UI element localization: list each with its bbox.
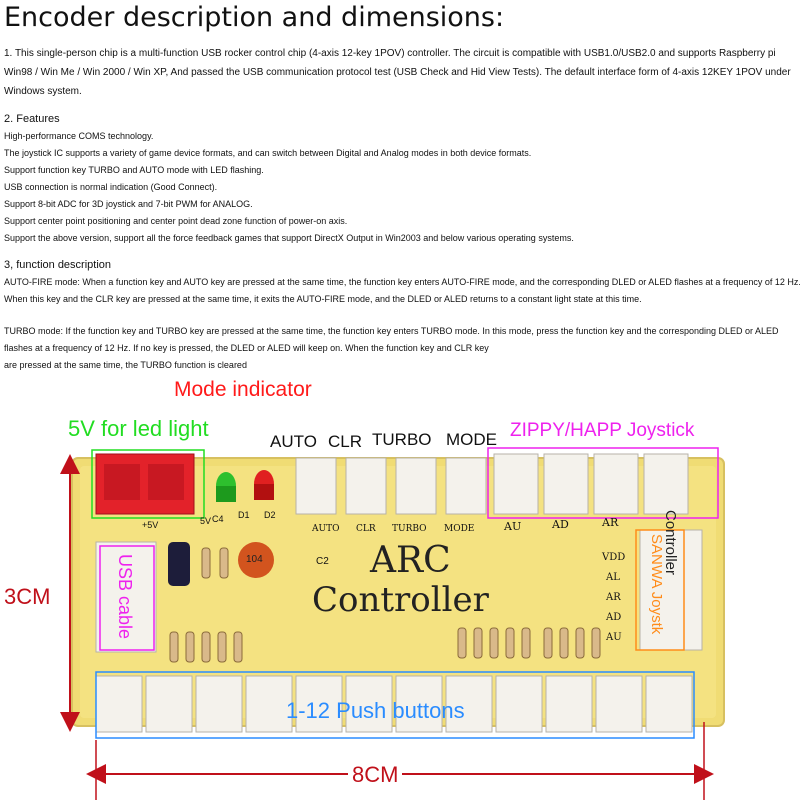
- intro-line: Windows system.: [4, 86, 82, 97]
- mode-led-green: [216, 472, 236, 502]
- joystick-label: ZIPPY/HAPP Joystick: [510, 420, 695, 441]
- power-connector: [95, 453, 195, 515]
- silk-au: AU: [504, 520, 522, 533]
- silk-d2: D2: [264, 510, 276, 520]
- sanwa-connector: [639, 529, 703, 651]
- silk-5v: +5V: [142, 520, 159, 530]
- auto-label: AUTO: [270, 432, 317, 451]
- silk-ad: AD: [552, 518, 569, 531]
- intro-paragraph: 1. This single-person chip is a multi-fu…: [4, 44, 796, 101]
- silk-ar2: AR: [606, 592, 621, 603]
- mode-label: MODE: [446, 430, 497, 449]
- silk-au2: AU: [606, 632, 622, 643]
- board-diagram: ARC Controller AUTO CLR TURBO MODE AU AD…: [0, 370, 800, 800]
- board-illustration: [60, 447, 725, 800]
- document-body: 1. This single-person chip is a multi-fu…: [4, 44, 800, 374]
- autofire-line: AUTO-FIRE mode: When a function key and …: [4, 277, 800, 287]
- feature-item: High-performance COMS technology.: [4, 131, 154, 141]
- silk-turbo: TURBO: [392, 524, 427, 534]
- silk-d1: D1: [238, 510, 250, 520]
- mode-indicator-label: Mode indicator: [174, 378, 312, 401]
- feature-item: Support center point positioning and cen…: [4, 216, 348, 226]
- feature-item: USB connection is normal indication (Goo…: [4, 182, 218, 192]
- silk-5v-2: 5V: [200, 516, 212, 526]
- feature-item: Support 8-bit ADC for 3D joystick and 7-…: [4, 199, 253, 209]
- silk-ad2: AD: [606, 612, 622, 623]
- silk-ar: AR: [602, 516, 619, 529]
- led-power-label: 5V for led light: [68, 416, 209, 441]
- ceramic-capacitor: [238, 542, 274, 578]
- buttons-box: [95, 671, 695, 739]
- autofire-line: When this key and the CLR key are presse…: [4, 294, 642, 304]
- usb-box: [99, 545, 155, 651]
- electrolytic-capacitor: [168, 542, 190, 586]
- button-connectors: [95, 675, 693, 733]
- width-label: 8CM: [348, 762, 403, 788]
- mode-led-red: [254, 470, 274, 500]
- silk-c4: C4: [212, 514, 224, 524]
- board-title: ARC: [370, 540, 451, 581]
- feature-item: Support function key TURBO and AUTO mode…: [4, 165, 264, 175]
- sanwa-box: [635, 529, 685, 651]
- turbo-label: TURBO: [372, 430, 432, 449]
- silk-al: AL: [606, 572, 620, 583]
- feature-item: The joystick IC supports a variety of ga…: [4, 148, 532, 158]
- clr-label: CLR: [328, 432, 363, 451]
- joystick-box: [487, 447, 719, 519]
- function-heading: 3, function description: [4, 259, 112, 271]
- intro-line: Win98 / Win Me / Win 2000 / Win XP, And …: [4, 67, 791, 78]
- usb-connector: [95, 541, 157, 653]
- silk-side-text: Controller: [662, 510, 679, 576]
- silk-clr: CLR: [356, 524, 376, 534]
- turbo-line: are pressed at the same time, the TURBO …: [4, 360, 247, 370]
- page-title: Encoder description and dimensions:: [4, 2, 505, 33]
- led-power-box: [91, 449, 205, 519]
- intro-line: 1. This single-person chip is a multi-fu…: [4, 48, 776, 59]
- silk-c2: C2: [316, 556, 329, 567]
- usb-cable-label: USB cable: [115, 554, 135, 640]
- turbo-line: TURBO mode: If the function key and TURB…: [4, 326, 779, 336]
- turbo-line: flashes at a frequency of 12 Hz. If no k…: [4, 343, 489, 353]
- board-subtitle: Controller: [312, 580, 489, 620]
- silk-cap: 104: [246, 554, 263, 565]
- feature-item: Support the above version, support all t…: [4, 233, 574, 243]
- height-label: 3CM: [4, 584, 51, 609]
- silk-auto: AUTO: [312, 524, 340, 534]
- silk-mode: MODE: [444, 524, 475, 534]
- push-buttons-label: 1-12 Push buttons: [286, 698, 465, 723]
- sanwa-label: SANWA Joystk: [648, 534, 665, 635]
- features-heading: 2. Features: [4, 113, 60, 125]
- silk-vdd: VDD: [602, 552, 626, 563]
